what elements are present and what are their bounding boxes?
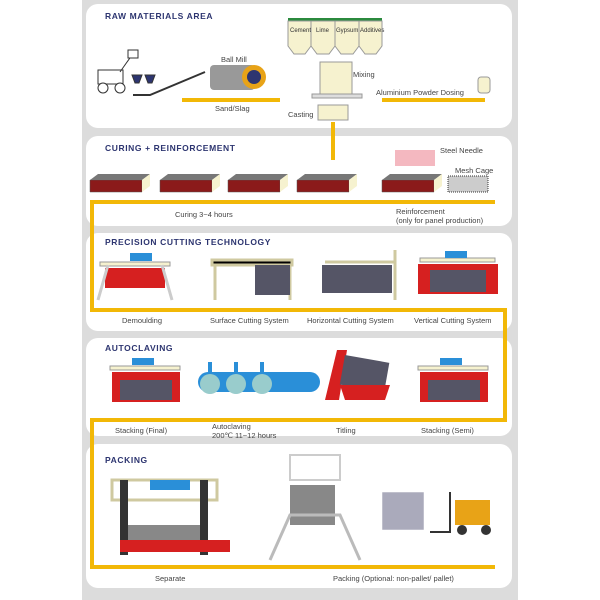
mesh-cage-label: Mesh Cage <box>455 166 494 175</box>
stacking-semi-label: Stacking (Semi) <box>421 426 474 435</box>
silos-icon <box>287 18 491 121</box>
loader-icon <box>97 49 206 96</box>
reinforcement-note: (only for panel production) <box>396 216 484 225</box>
packing-icons <box>110 454 491 561</box>
mixing-label: Mixing <box>353 70 375 79</box>
horizontal-cutting-label: Horizontal Cutting System <box>307 316 394 325</box>
autoclave-icons <box>109 350 489 402</box>
titling-label: Titling <box>336 426 356 435</box>
curing-title: CURING + REINFORCEMENT <box>105 143 236 153</box>
aluminium-label: Aluminium Powder Dosing <box>376 88 464 97</box>
casting-label: Casting <box>288 110 314 119</box>
silo-label: Gypsum <box>336 28 359 34</box>
silo-label: Cement <box>290 28 312 34</box>
separate-label: Separate <box>155 574 186 583</box>
packing-title: PACKING <box>105 455 148 465</box>
autoclaving-title: AUTOCLAVING <box>105 343 174 353</box>
ball-mill-label: Ball Mill <box>221 55 247 64</box>
raw-materials-title: RAW MATERIALS AREA <box>105 11 214 21</box>
demoulding-label: Demoulding <box>122 316 163 325</box>
moulds-icon <box>89 150 489 193</box>
surface-cutting-label: Surface Cutting System <box>210 316 289 325</box>
reinforcement-label: Reinforcement <box>396 207 445 216</box>
silo-label: Lime <box>316 28 330 34</box>
steel-needle-label: Steel Needle <box>440 146 483 155</box>
ball-mill-icon <box>210 65 266 90</box>
flow-line <box>90 98 507 569</box>
autoclaving-label: Autoclaving <box>212 422 251 431</box>
cutting-machines-icon <box>96 250 498 301</box>
vertical-cutting-label: Vertical Cutting System <box>414 316 492 325</box>
autoclaving-conditions: 200℃ 11~12 hours <box>212 431 277 440</box>
packing-label: Packing (Optional: non-pallet/ pallet) <box>333 574 454 583</box>
sand-slag-label: Sand/Slag <box>215 104 250 113</box>
curing-time-label: Curing 3~4 hours <box>175 210 233 219</box>
cutting-title: PRECISION CUTTING TECHNOLOGY <box>105 237 272 247</box>
stacking-final-label: Stacking (Final) <box>115 426 168 435</box>
silo-label: Additives <box>360 28 385 34</box>
